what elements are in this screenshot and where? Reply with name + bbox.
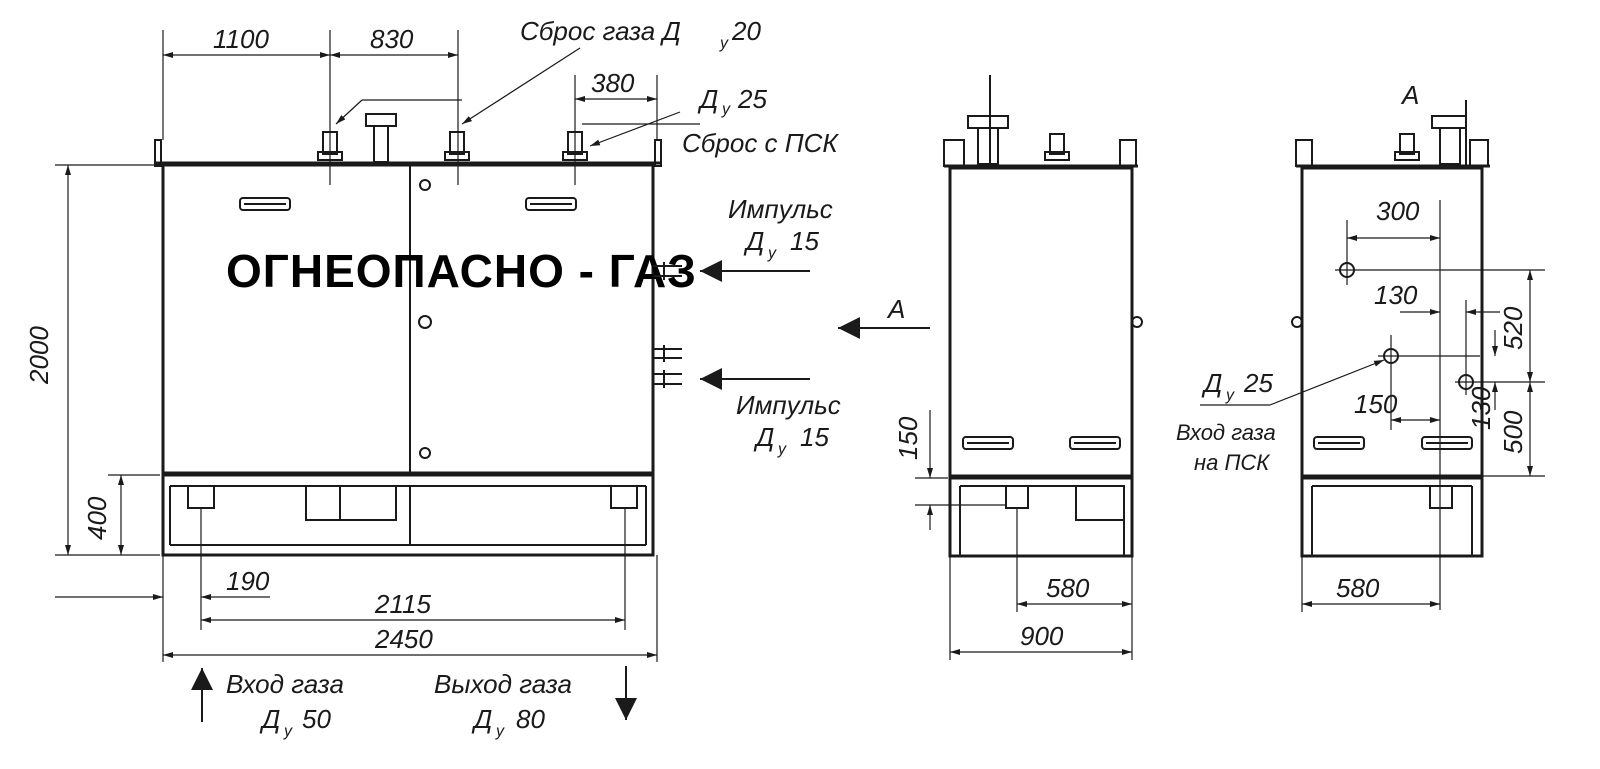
- psk-dn-sub: у: [721, 101, 731, 118]
- dim-2450: 2450: [374, 624, 433, 654]
- gas-release-sub: у: [719, 35, 729, 52]
- gas-inlet-sub: у: [283, 723, 293, 740]
- impulse-1-sub: у: [767, 245, 777, 262]
- gas-outlet-label: Выход газа: [434, 669, 572, 699]
- impulse-stub-1: [653, 262, 682, 280]
- dim-500: 500: [1498, 410, 1528, 454]
- roof-nozzle-chimney: [365, 113, 397, 163]
- impulse-2-dn-prefix: Д: [753, 422, 774, 452]
- dim-2000: 2000: [24, 326, 54, 385]
- louvre-right: [525, 197, 577, 211]
- door-knob-bottom: [419, 447, 431, 459]
- gas-inlet-dn: 50: [302, 704, 331, 734]
- dim-150: 150: [893, 416, 923, 460]
- dim-1100: 1100: [213, 24, 269, 54]
- impulse-1-label: Импульс: [728, 194, 833, 224]
- dim-580-rear: 580: [1336, 573, 1380, 603]
- gas-release-label: Сброс газа Д: [520, 16, 681, 46]
- impulse-stub-2: [653, 345, 682, 362]
- roof-post-right: [654, 139, 662, 167]
- side-view: А 150 580 900: [838, 75, 1143, 660]
- leader-psk: [589, 111, 681, 147]
- rear-base: [1300, 476, 1484, 558]
- psk-dn: 25: [737, 84, 767, 114]
- dim-830: 830: [370, 24, 414, 54]
- dim-520: 520: [1498, 306, 1528, 350]
- rear-view: А 300 130 150 130: [1176, 80, 1545, 612]
- door-knob-top: [419, 179, 431, 191]
- impulse-1-dn: 15: [790, 226, 819, 256]
- roof-nozzle-2: [444, 131, 470, 161]
- leader-psk-inlet: [1269, 359, 1385, 406]
- psk-inlet-line2: на ПСК: [1194, 450, 1270, 475]
- dim-580-side: 580: [1046, 573, 1090, 603]
- base-inlet-box: [305, 485, 397, 521]
- base-foot-left: [187, 485, 215, 509]
- front-view: ОГНЕОПАСНО - ГАЗ: [24, 16, 841, 740]
- base-foot-right: [610, 485, 638, 509]
- door-knob-mid: [418, 315, 432, 329]
- gas-outlet-dn-prefix: Д: [471, 704, 492, 734]
- impulse-2-label: Импульс: [736, 390, 841, 420]
- rear-view-label: А: [1400, 80, 1419, 110]
- side-cabinet: [948, 166, 1134, 478]
- base-frame: [161, 473, 655, 557]
- impulse-stub-3: [653, 370, 682, 388]
- gas-inlet-dn-prefix: Д: [259, 704, 280, 734]
- dim-130h: 130: [1374, 280, 1418, 310]
- dim-190: 190: [226, 566, 270, 596]
- impulse-2-dn: 15: [800, 422, 829, 452]
- psk-inlet-line1: Вход газа: [1176, 420, 1276, 445]
- rear-psk-dn-prefix: Д: [1201, 368, 1222, 398]
- impulse-2-sub: у: [777, 441, 787, 458]
- impulse-1-dn-prefix: Д: [743, 226, 764, 256]
- dim-130v: 130: [1466, 386, 1496, 430]
- gas-outlet-dn: 80: [516, 704, 545, 734]
- gas-outlet-sub: у: [495, 723, 505, 740]
- gas-inlet-label: Вход газа: [226, 669, 344, 699]
- dim-300: 300: [1376, 196, 1420, 226]
- dim-2115: 2115: [374, 589, 431, 619]
- leader-gas-release: [461, 47, 581, 125]
- dim-900: 900: [1020, 621, 1064, 651]
- dim-150r: 150: [1354, 389, 1398, 419]
- side-base: [948, 476, 1134, 558]
- psk-release-label: Сброс с ПСК: [682, 128, 839, 158]
- rear-psk-dn: 25: [1243, 368, 1273, 398]
- dim-400: 400: [82, 496, 112, 540]
- louvre-left: [239, 197, 291, 211]
- psk-dn-prefix: Д: [697, 84, 718, 114]
- view-arrow-a-label: А: [886, 294, 905, 324]
- warning-text: ОГНЕОПАСНО - ГАЗ: [226, 245, 697, 297]
- cabinet-body: [161, 163, 655, 475]
- gas-release-dn: 20: [731, 16, 761, 46]
- roof-post-left: [154, 139, 162, 167]
- rear-psk-dn-sub: у: [1225, 387, 1235, 404]
- dim-380: 380: [591, 68, 635, 98]
